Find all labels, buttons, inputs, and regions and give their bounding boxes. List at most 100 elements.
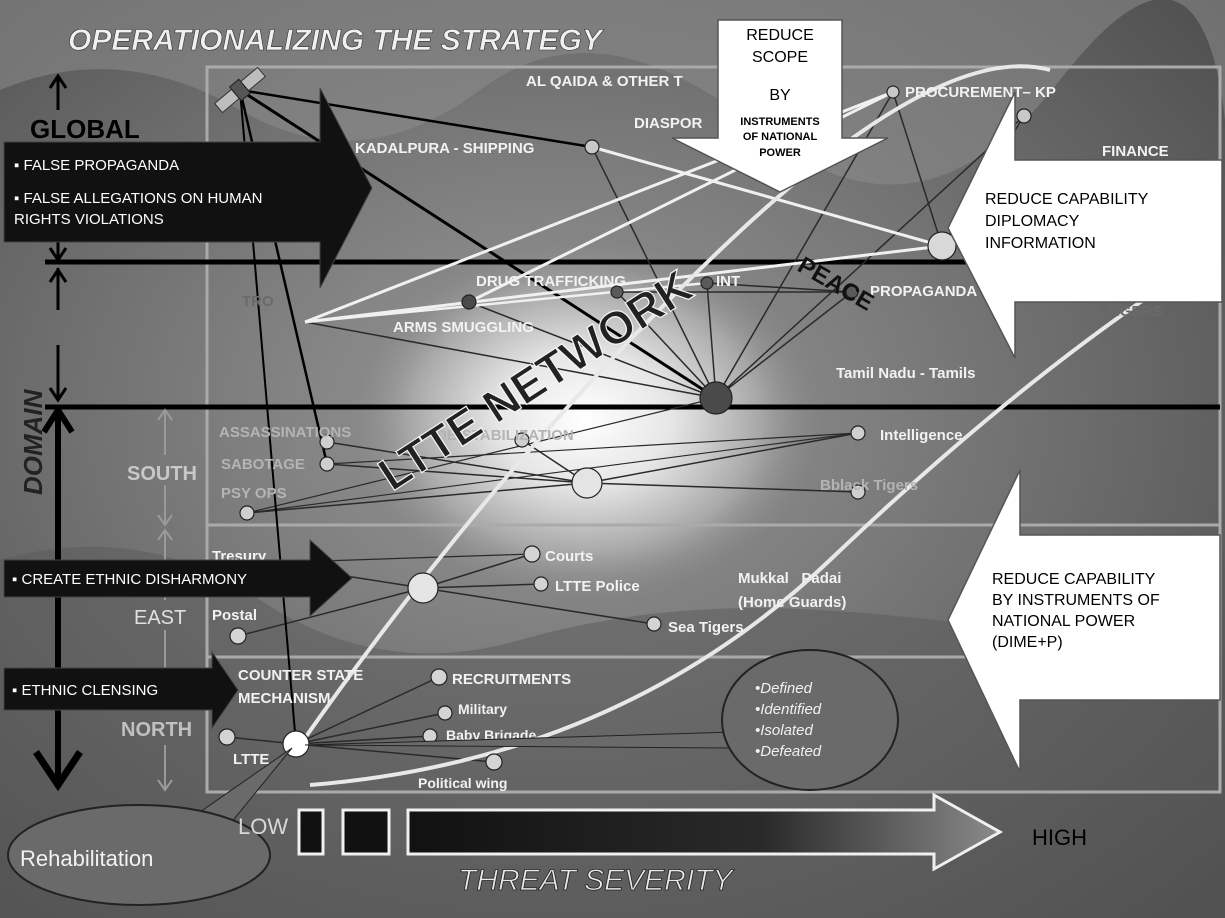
node-kadalpura	[584, 139, 600, 155]
reduce-scope-line4: INSTRUMENTS	[740, 116, 819, 128]
outcomes-callout: •Defined •Identified •Isolated •Defeated	[304, 649, 899, 791]
network-edge	[591, 145, 943, 248]
node-police	[533, 576, 549, 592]
node-label-intelligence: Intelligence	[880, 427, 963, 444]
node-propaganda	[845, 285, 859, 299]
node-black-tigers	[850, 484, 866, 500]
node-label-mukkal: Mukkal Padai	[738, 570, 841, 587]
severity-block-1	[297, 808, 325, 856]
node-label-drug: DRUG TRAFFICKING	[476, 273, 626, 290]
network-edge	[239, 88, 717, 400]
south-label: SOUTH	[127, 463, 197, 485]
false-propaganda-banner: ▪ FALSE PROPAGANDA ▪ FALSE ALLEGATIONS O…	[3, 87, 373, 289]
node-drug	[610, 285, 624, 299]
banner2-line1: ▪ CREATE ETHNIC DISHARMONY	[12, 571, 247, 588]
reduce-capability-diplomacy-callout: REDUCE CAPABILITY DIPLOMACY INFORMATION	[947, 91, 1223, 359]
node-label-propaganda: PROPAGANDA	[870, 283, 977, 300]
node-label-int: INT	[716, 273, 740, 290]
node-intelligence	[850, 425, 866, 441]
callout1-line1: REDUCE CAPABILITY	[985, 191, 1149, 208]
network-edge	[422, 553, 533, 589]
severity-arrow	[406, 792, 1004, 872]
network-edge	[246, 432, 859, 514]
network-edge	[586, 432, 859, 484]
node-sea-tigers	[646, 616, 662, 632]
threat-severity-scale: LOW HIGH THREAT SEVERITY	[238, 792, 1087, 897]
banner3-line1: ▪ ETHNIC CLENSING	[12, 682, 158, 699]
reduce-scope-line3: BY	[769, 87, 791, 104]
node-psyops	[239, 505, 255, 521]
banner1-line1: ▪ FALSE PROPAGANDA	[14, 157, 179, 174]
outcome-isolated: •Isolated	[755, 722, 813, 739]
network-edge	[326, 432, 859, 465]
node-label-postal: Postal	[212, 607, 257, 624]
node-label-destab: DE-STABILIZATION	[436, 427, 574, 444]
node-assassinations	[319, 434, 335, 450]
node-label-assassinations: ASSASSINATIONS	[219, 424, 351, 441]
network-edge	[706, 282, 717, 399]
node-destab	[514, 432, 530, 448]
rehabilitation-label: Rehabilitation	[20, 846, 153, 871]
network-edge	[304, 281, 708, 324]
outcome-identified: •Identified	[755, 701, 822, 718]
network-edge	[295, 676, 440, 745]
north-label: NORTH	[121, 719, 192, 741]
network-edge	[468, 301, 717, 399]
node-label-sabotage: SABOTAGE	[221, 456, 305, 473]
node-finance	[1016, 108, 1032, 124]
network-edge	[237, 587, 424, 637]
network-edge	[422, 583, 542, 589]
node-label-home-guards: (Home Guards)	[738, 594, 846, 611]
callout2-line1: REDUCE CAPABILITY	[992, 571, 1156, 588]
node-label-police: LTTE Police	[555, 578, 640, 595]
network-edge	[586, 482, 859, 493]
node-hub-global	[699, 381, 733, 415]
network-edge	[892, 91, 943, 247]
node-label-psyops: PSY OPS	[221, 485, 287, 502]
node-courts	[523, 545, 541, 563]
node-hub-peace	[927, 231, 957, 261]
network-edge	[246, 482, 588, 514]
network-edge	[326, 463, 588, 484]
network-edge	[422, 587, 655, 625]
node-label-political-wing: Political wing	[418, 775, 507, 791]
callout2-line3: NATIONAL POWER	[992, 613, 1135, 630]
ethnic-clensing-banner: ▪ ETHNIC CLENSING	[3, 650, 239, 730]
slide-title: OPERATIONALIZING THE STRATEGY	[68, 24, 605, 57]
node-procurement	[886, 85, 900, 99]
callout1-line3: INFORMATION	[985, 235, 1096, 252]
node-label-mechanism: MECHANISM	[238, 690, 331, 707]
node-label-counter-state: COUNTER STATE	[238, 667, 363, 684]
east-label: EAST	[134, 607, 186, 629]
reduce-scope-line2: SCOPE	[752, 49, 808, 66]
node-ltte	[218, 728, 236, 746]
node-postal	[229, 627, 247, 645]
banner1-line2: ▪ FALSE ALLEGATIONS ON HUMAN	[14, 190, 262, 207]
node-label-finance: FINANCE	[1102, 143, 1169, 160]
network-edge	[616, 291, 717, 399]
ethnic-disharmony-banner: ▪ CREATE ETHNIC DISHARMONY	[3, 538, 353, 618]
satellite-icon	[213, 66, 267, 114]
network-edge	[295, 712, 446, 745]
node-label-al-qaida: AL QAIDA & OTHER T	[526, 73, 683, 90]
node-sabotage	[319, 456, 335, 472]
node-label-procurement: PROCUREMENT– KP	[905, 84, 1056, 101]
node-recruitments	[430, 668, 448, 686]
node-int	[700, 276, 714, 290]
network-edge	[326, 441, 588, 484]
node-hub-south	[571, 467, 603, 499]
rehabilitation-callout: Rehabilitation	[7, 747, 293, 906]
outcome-defined: •Defined	[755, 680, 813, 697]
node-arms	[461, 294, 477, 310]
network-edge	[246, 397, 717, 514]
node-label-diaspora: DIASPOR	[634, 115, 703, 132]
node-label-military: Military	[458, 701, 507, 717]
severity-block-2	[341, 808, 391, 856]
network-edge	[715, 291, 853, 399]
reduce-scope-line1: REDUCE	[746, 27, 814, 44]
severity-high: HIGH	[1032, 825, 1087, 850]
node-label-courts: Courts	[545, 548, 593, 565]
callout2-line4: (DIME+P)	[992, 634, 1063, 651]
